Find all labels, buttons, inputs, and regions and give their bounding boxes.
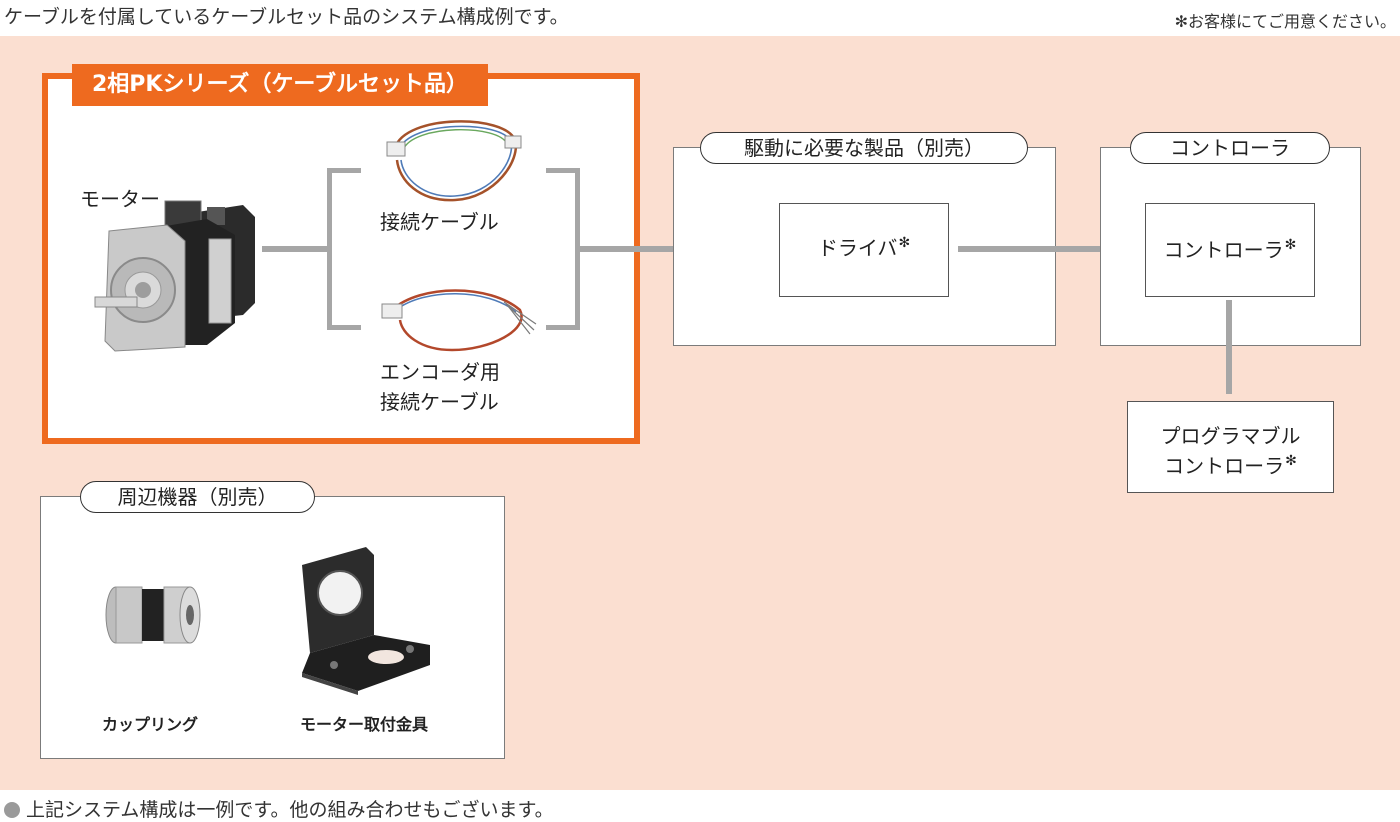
plc-label-line2: コントローラ xyxy=(1164,454,1285,478)
encoder-cable-icon xyxy=(381,289,537,352)
driver-label: ドライバ xyxy=(817,236,898,260)
motor-label: モーター xyxy=(80,187,160,211)
peripherals-title: 周辺機器（別売） xyxy=(80,481,315,513)
plc-mark: ✻ xyxy=(1285,453,1297,470)
drive-group-title: 駆動に必要な製品（別売） xyxy=(700,132,1028,164)
cable-set-title: 2相PKシリーズ（ケーブルセット品） xyxy=(72,64,488,106)
driver-to-controller-line xyxy=(958,246,1148,252)
connection-cable-icon xyxy=(386,120,522,202)
plc-label-line1: プログラマブル xyxy=(1160,424,1301,448)
motor-connector-line xyxy=(262,246,332,252)
bullet-icon xyxy=(4,802,20,818)
cable-bracket-right xyxy=(546,168,580,330)
controller-label: コントローラ xyxy=(1163,238,1284,262)
encoder-cable-label-line2: 接続ケーブル xyxy=(380,390,499,414)
coupling-label: カップリング xyxy=(101,715,198,734)
footer-note: 上記システム構成は一例です。他の組み合わせもございます。 xyxy=(4,795,554,822)
motor-bracket-label: モーター取付金具 xyxy=(299,715,428,734)
footer-note-text: 上記システム構成は一例です。他の組み合わせもございます。 xyxy=(26,799,554,821)
controller-label-wrap: コントローラ✻ xyxy=(1145,234,1315,263)
plc-box xyxy=(1127,401,1334,493)
coupling-icon xyxy=(105,586,201,644)
controller-group-title: コントローラ xyxy=(1130,132,1330,164)
driver-mark: ✻ xyxy=(898,235,911,252)
controller-mark: ✻ xyxy=(1284,237,1297,254)
cable-bracket-left xyxy=(327,168,361,330)
controller-box xyxy=(1145,203,1315,297)
motor-bracket-icon xyxy=(302,547,430,695)
connection-cable-label: 接続ケーブル xyxy=(380,210,499,234)
driver-box xyxy=(779,203,949,297)
top-note: ✻お客様にてご用意ください。 xyxy=(1174,12,1396,31)
driver-label-wrap: ドライバ✻ xyxy=(779,232,949,261)
encoder-cable-label-line1: エンコーダ用 xyxy=(380,360,500,384)
plc-label-wrap: コントローラ✻ xyxy=(1127,450,1334,479)
stepper-motor-icon xyxy=(94,200,255,352)
controller-to-plc-line xyxy=(1226,300,1232,394)
top-caption: ケーブルを付属しているケーブルセット品のシステム構成例です。 xyxy=(4,6,569,28)
